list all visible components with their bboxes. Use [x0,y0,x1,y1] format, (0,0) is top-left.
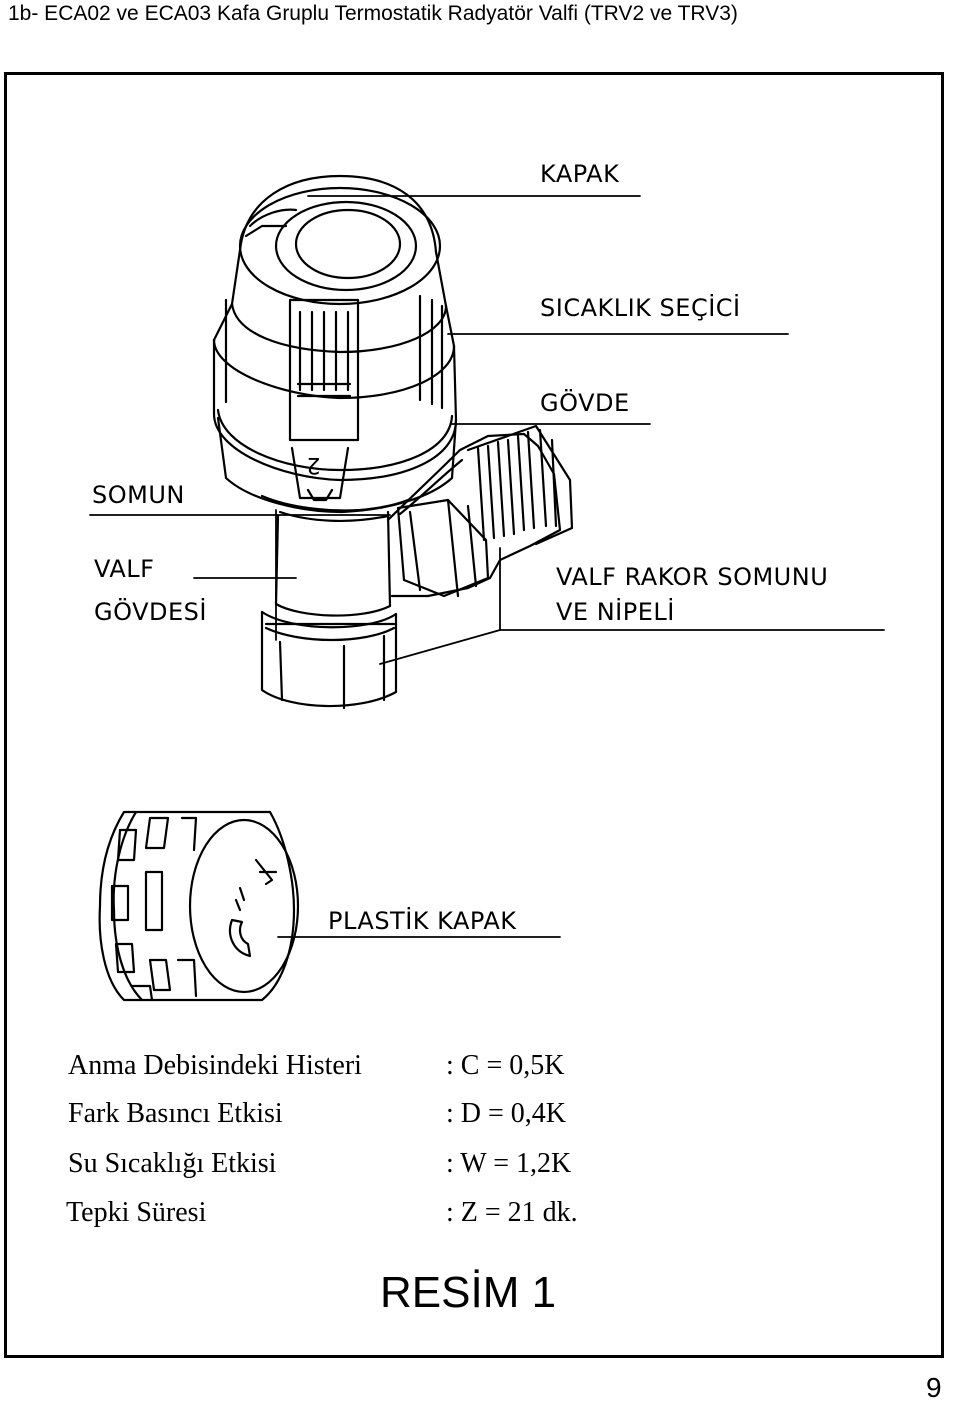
page-title: 1b- ECA02 ve ECA03 Kafa Gruplu Termostat… [8,2,738,25]
label-valf-rakor-somunu: VALF RAKOR SOMUNU [556,563,829,591]
label-kapak: KAPAK [540,160,620,188]
spec-value: : W = 1,2K [446,1148,572,1179]
spec-name: Su Sıcaklığı Etkisi [68,1148,277,1179]
knob-digit: 2 [306,452,321,477]
spec-name: Anma Debisindeki Histeri [68,1050,362,1081]
leader-lines [89,195,885,938]
label-valf: VALF [94,555,155,583]
label-sicaklik-secici: SICAKLIK SEÇİCİ [540,294,741,322]
spec-value: : C = 0,5K [446,1050,565,1081]
plastic-cap [98,810,300,1002]
label-govde: GÖVDE [540,389,630,417]
label-somun: SOMUN [92,481,185,509]
valve-body [260,424,574,710]
label-plastik-kapak: PLASTİK KAPAK [328,907,517,935]
page-number: 9 [926,1372,942,1403]
label-ve-nipeli: VE NİPELİ [556,598,675,626]
spec-value: : Z = 21 dk. [446,1197,578,1228]
valve-head [212,174,458,522]
figure-caption: RESİM 1 [380,1268,557,1317]
spec-name: Fark Basıncı Etkisi [68,1098,283,1129]
label-govdesi: GÖVDESİ [94,598,207,626]
spec-value: : D = 0,4K [446,1098,567,1129]
spec-name: Tepki Süresi [66,1197,207,1228]
figure-frame [4,72,944,1358]
